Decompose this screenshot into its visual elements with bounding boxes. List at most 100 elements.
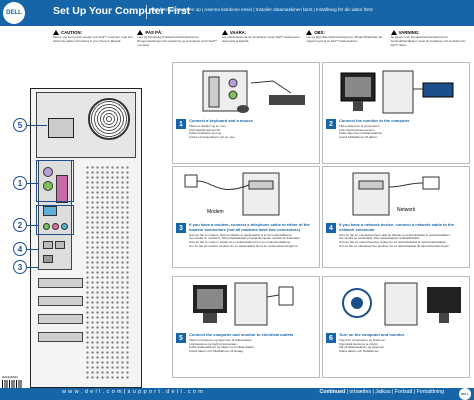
step-line: Tilslut computeren og skærmen til stikko… — [189, 337, 252, 342]
callout-box — [36, 205, 74, 235]
header-bar: DELL Set Up Your Computer First Sæt førs… — [0, 0, 474, 26]
step-heading: Connect the computer and monitor to elec… — [189, 332, 294, 337]
step-number: 5 — [176, 333, 186, 343]
part-number: 0H1215A01 — [2, 375, 18, 379]
expansion-slots — [38, 278, 83, 378]
step-text: If you have a network device, connect a … — [327, 222, 465, 248]
power-connector — [48, 118, 74, 138]
step-heading: Connect the monitor to the computer — [339, 118, 410, 123]
callout-line — [27, 249, 38, 250]
step-number: 2 — [326, 119, 336, 129]
warning-label: VAARA: — [229, 30, 247, 35]
callout-line — [27, 267, 38, 268]
mouse-port — [43, 181, 53, 191]
step-text: Connect the computer and monitor to elec… — [177, 332, 315, 354]
step-panel-3: Modem 3 If you have a modem, connect a t… — [172, 166, 320, 268]
step-line: Jos sinulla on verkkolaite, liitä verkko… — [339, 236, 420, 241]
warning-label: CAUTION: — [61, 30, 83, 35]
modem-label: Modem — [207, 209, 224, 215]
step-line: Tilslut et tastatur og en mus — [189, 123, 226, 128]
barcode — [2, 380, 22, 388]
step-text: Turn on the computer and monitor Tænd fo… — [327, 332, 465, 354]
serial-port — [43, 206, 57, 216]
step-line: Anslut datorn och bildskärmen till elutt… — [189, 348, 243, 353]
monitor-connection-illustration — [340, 70, 454, 114]
step-line: Käynnistä tietokone ja näyttö — [339, 341, 378, 346]
step-number: 6 — [326, 333, 336, 343]
keyboard-mouse-illustration — [202, 70, 305, 113]
warning-icon — [306, 30, 313, 36]
step-line: Starta datorn och bildskärmen — [339, 348, 380, 353]
step-heading: If you have a modem, connect a telephone… — [189, 222, 310, 232]
callout-1: 1 — [13, 176, 27, 190]
audio-jack — [61, 223, 68, 230]
warning-fi: VAARA: Lue ohjekirjassa olevat turvaohje… — [221, 30, 302, 62]
step-heading: Connect a keyboard and a mouse — [189, 118, 253, 123]
step-panel-4: Network 4 If you have a network device, … — [322, 166, 470, 268]
step-panel-2: 2 Connect the monitor to the computer Ti… — [322, 62, 470, 164]
warning-en: CAUTION: Before you set up and operate y… — [53, 30, 133, 62]
slot-cover — [38, 278, 83, 288]
step-number: 4 — [326, 223, 336, 233]
audio-jack — [52, 223, 59, 230]
power-outlet-illustration — [193, 282, 294, 326]
step-line: Hvis du har et modem, skal du tilslutte … — [189, 232, 292, 237]
step-line: Jos sinulla on modeemi, liitä puhelinkaa… — [189, 236, 300, 241]
network-port — [43, 255, 53, 263]
parallel-port — [56, 175, 68, 203]
step-number: 1 — [176, 119, 186, 129]
callout-5: 5 — [13, 118, 27, 132]
usb-port — [55, 241, 65, 249]
step-number: 3 — [176, 223, 186, 233]
fan-grille — [88, 98, 130, 140]
usb-port — [43, 241, 53, 249]
callout-line — [27, 125, 47, 126]
step-heading: If you have a network device, connect a … — [339, 222, 454, 232]
callout-line — [27, 183, 38, 184]
slot-cover — [38, 314, 83, 324]
network-illustration: Network — [352, 172, 440, 216]
step-line: Liitä tietokone ja näyttö pistorasiaan — [189, 341, 237, 346]
page-title: Set Up Your Computer First — [53, 5, 191, 17]
step-line: Liitä näyttö tietokoneeseen — [339, 127, 375, 132]
step-line: Slå på datamaskinen og skjermen — [339, 345, 385, 350]
step-line: Liitä näppäimistö ja hiiri — [189, 127, 221, 132]
slot-cover — [38, 296, 83, 306]
warning-icon — [53, 30, 59, 36]
callout-2: 2 — [13, 218, 27, 232]
continued-label: Continued — [319, 389, 346, 395]
audio-jack — [43, 223, 50, 230]
step-line: Koble datamaskinen og skjermen til stikk… — [189, 345, 255, 350]
warning-label: OBS: — [314, 30, 325, 35]
step-line: Hvis du har en nettverksenhet, kobler du… — [339, 240, 447, 245]
step-line: Hvis du har et modem, kobler du en telef… — [189, 240, 291, 245]
warning-text: Les og følg sikkerhetsinstruksjonene i B… — [306, 35, 383, 43]
continued-translations: | ortsættes | Jatkuu | Fortsatt | Fortsä… — [345, 389, 444, 395]
dell-logo: DELL — [3, 2, 25, 24]
step-line: Koble skjermen til datamaskinen — [339, 131, 383, 136]
footer-continued: Continued | ortsættes | Jatkuu | Fortsat… — [320, 389, 444, 395]
footer-dell-logo: DELL — [459, 388, 471, 400]
step-line: Koble til tastatur og mus — [189, 131, 222, 136]
warning-label: PAS PÅ: — [145, 30, 163, 35]
keyboard-port — [43, 167, 53, 177]
step-line: Anslut ett tangentbord och en mus — [189, 134, 235, 139]
callout-3: 3 — [13, 260, 27, 274]
step-panel-6: 6 Turn on the computer and monitor Tænd … — [322, 276, 470, 378]
callout-line — [27, 225, 38, 226]
footer-url[interactable]: w w w . d e l l . c o m | s u p p o r t … — [62, 389, 204, 395]
step-text: If you have a modem, connect a telephone… — [177, 222, 315, 248]
step-panel-5: 5 Connect the computer and monitor to el… — [172, 276, 320, 378]
step-line: Anslut bildskärmen till datorn — [339, 134, 378, 139]
warning-text: Læs og forhold dig til sikkerhedsinstruk… — [137, 35, 218, 47]
step-line: Hvis du har en netværksenhed, skal du ti… — [339, 232, 450, 237]
warning-no: OBS: Les og følg sikkerhetsinstruksjonen… — [306, 30, 386, 62]
footer-bar — [0, 388, 474, 400]
warnings-row: CAUTION: Before you set up and operate y… — [53, 30, 471, 62]
callout-4: 4 — [13, 242, 27, 256]
step-line: Om du har ett modem ansluter du en telef… — [189, 243, 298, 248]
step-line: Tilslut skærmen til computeren — [339, 123, 380, 128]
title-divider — [146, 5, 147, 19]
vent-holes — [85, 165, 131, 380]
warning-icon — [390, 30, 397, 36]
